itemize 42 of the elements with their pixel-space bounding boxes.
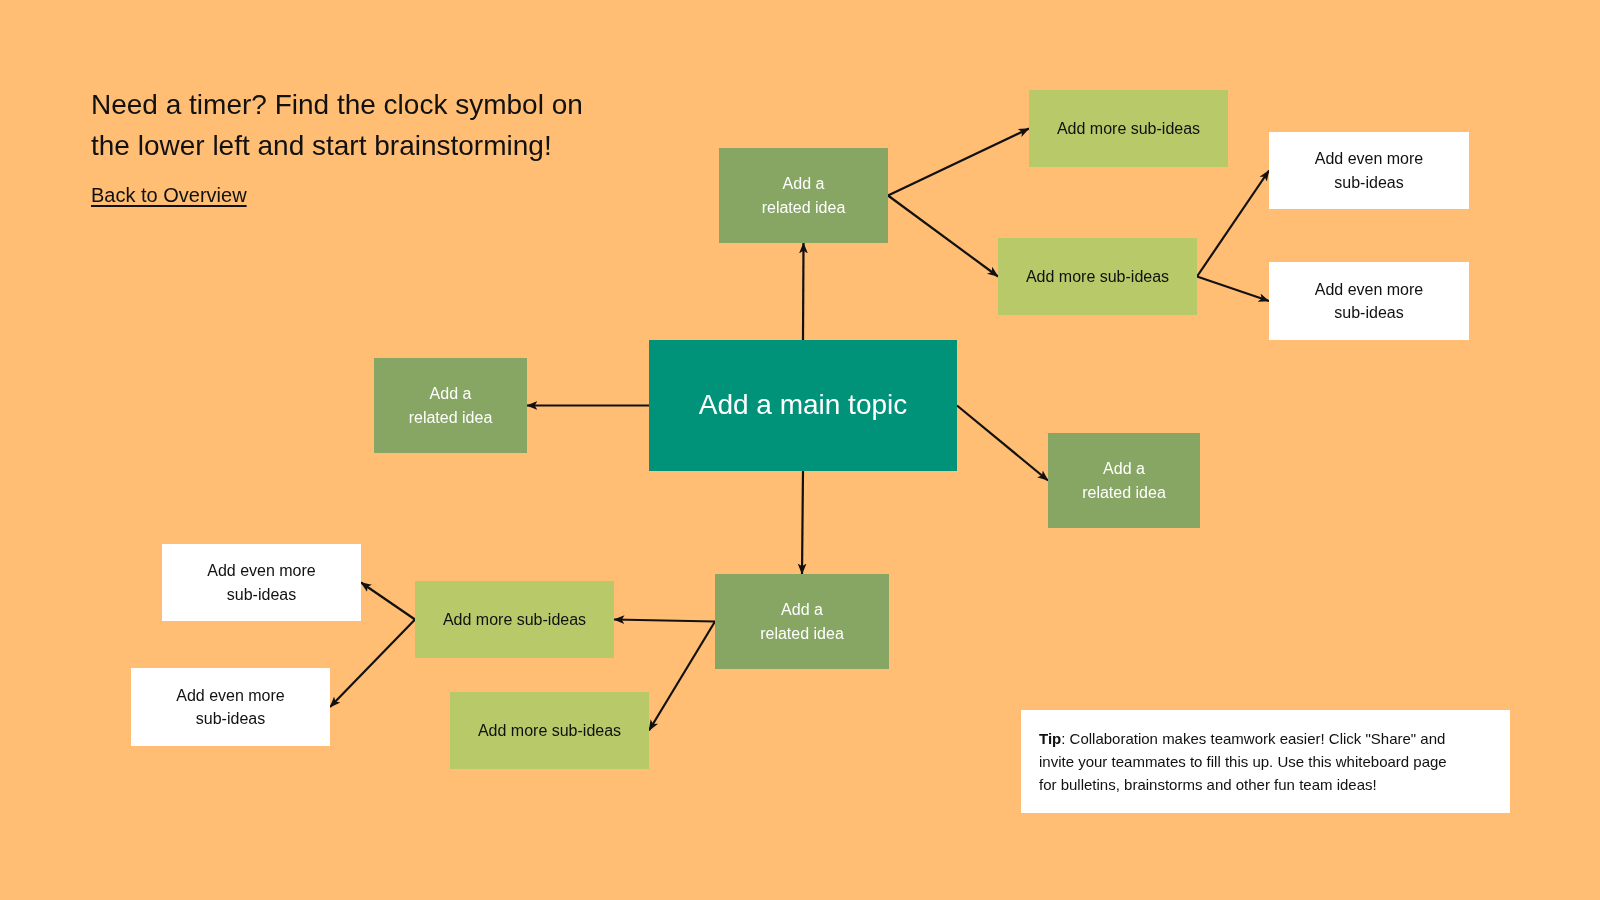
sub-idea-box: [131, 668, 330, 746]
main-topic-text: Add a main topic: [698, 388, 908, 423]
idea-box: [719, 148, 888, 243]
arrow: [526, 401, 649, 410]
sub-idea-box: [450, 692, 649, 769]
sub-idea-box: [415, 581, 614, 658]
idea-text: Add a related idea: [1081, 459, 1167, 503]
sub-idea-box: [162, 544, 361, 621]
sub-idea-box: [998, 238, 1197, 315]
sub-idea-text: Add more sub-ideas: [477, 720, 622, 741]
sub-idea-box: [1029, 90, 1228, 167]
sub-idea-text: Add even more sub-ideas: [1313, 149, 1425, 193]
sub-idea-text: Add more sub-ideas: [1025, 266, 1170, 287]
arrow: [613, 615, 716, 625]
sub-idea-box: [1269, 132, 1469, 209]
arrow: [1196, 169, 1270, 278]
heading: Need a timer? Find the clock symbol on the lower left and start brainstorming!: [91, 88, 584, 163]
sub-idea-text: Add even more sub-ideas: [1313, 279, 1425, 323]
tip-text: Tip: Collaboration makes teamwork easier! Click "Share" and invite your teammates to fill this up. Use this whiteboard page for bulletins, brainstorms and other fun team ideas!: [1039, 729, 1448, 795]
sub-idea-text: Add even more sub-ideas: [206, 561, 317, 605]
tip-card: [1021, 710, 1510, 813]
sub-idea-text: Add more sub-ideas: [442, 609, 587, 630]
idea-text: Add a related idea: [760, 174, 847, 218]
idea-box: [1048, 433, 1200, 528]
arrow: [956, 404, 1049, 482]
idea-text: Add a related idea: [759, 600, 845, 644]
arrow: [887, 194, 999, 278]
idea-text: Add a related idea: [407, 384, 494, 428]
arrow: [648, 620, 716, 732]
arrow: [887, 127, 1030, 197]
sub-idea-text: Add more sub-ideas: [1056, 118, 1201, 139]
main-topic-box: [649, 340, 957, 471]
arrow: [797, 471, 807, 575]
sub-idea-box: [1269, 262, 1469, 340]
arrow: [1196, 275, 1270, 303]
idea-box: [715, 574, 889, 669]
arrow: [360, 581, 416, 621]
sub-idea-text: Add even more sub-ideas: [175, 685, 286, 729]
arrow: [799, 242, 808, 340]
back-link: Back to Overview: [91, 184, 247, 207]
arrow: [329, 618, 416, 708]
idea-box: [374, 358, 527, 453]
